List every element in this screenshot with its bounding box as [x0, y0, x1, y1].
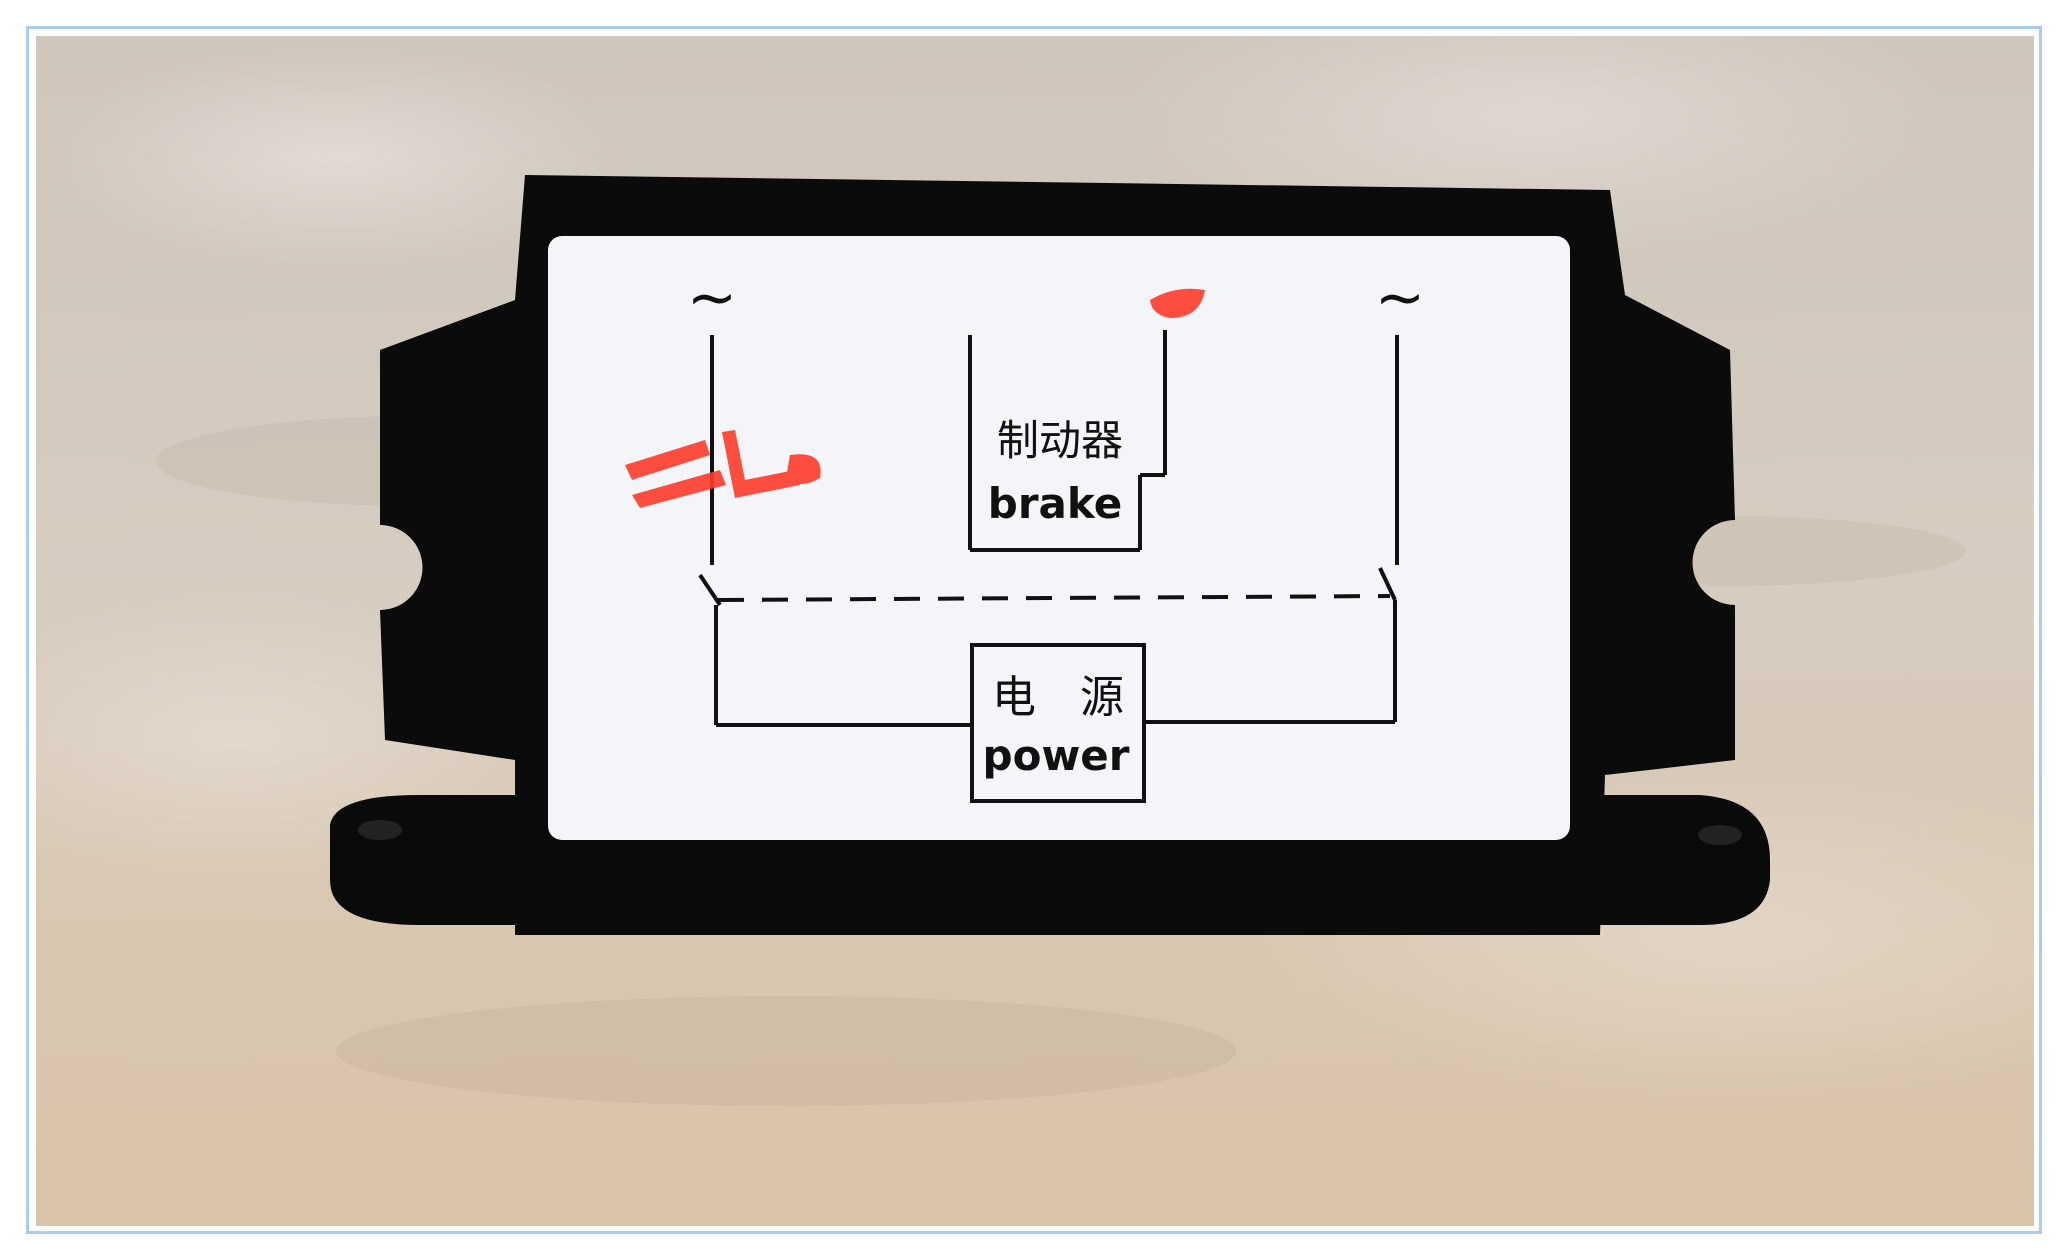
power-label-cn: 电 源 [992, 672, 1124, 723]
mounting-hole-left [358, 820, 402, 840]
mounting-hole-right [1698, 825, 1742, 845]
label-panel [548, 236, 1570, 840]
red-light-reflection [625, 288, 1205, 508]
wiring-diagram [698, 330, 1399, 727]
ac-symbol-left: ~ [687, 263, 737, 333]
power-box [970, 643, 1146, 803]
ac-symbol-right: ~ [1375, 263, 1425, 333]
brake-label-en: brake [988, 479, 1122, 528]
brake-label-cn: 制动器 [997, 416, 1123, 465]
marble-vein [336, 996, 1236, 1106]
power-label-en: power [983, 731, 1130, 780]
